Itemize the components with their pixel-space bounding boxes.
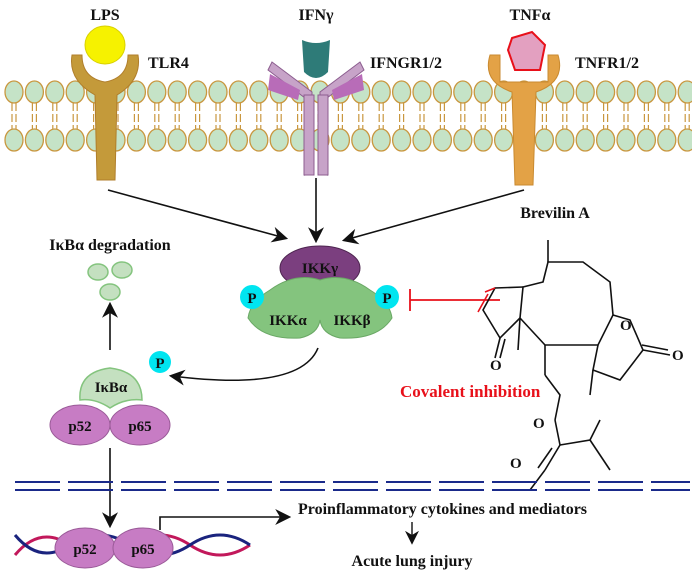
ikk-alpha-label: IKKα [269,313,307,329]
ifngr-label: IFNGR1/2 [370,55,442,72]
nfkb-dna-complex: p52 p65 [54,527,174,569]
covalent-inhibition-label: Covalent inhibition [400,382,541,401]
phosphorylation-arrow [168,347,319,386]
oxygen-atom: O [620,318,632,334]
ikba-nfkb-complex: P IκBα p52 p65 [49,351,171,446]
acute-lung-injury-label: Acute lung injury [352,553,473,570]
ikba-label: IκBα [95,380,128,396]
brevilin-a-structure [477,240,671,491]
phospho-label: P [382,291,391,307]
tlr4-label: TLR4 [148,55,189,72]
phospho-icon [149,351,171,373]
tnf-alpha-label: TNFα [510,7,551,24]
ifn-gamma-label: IFNγ [298,7,334,24]
phospho-icon [240,285,264,309]
ikk-gamma-label: IKKγ [302,261,338,277]
p52-label: p52 [68,419,91,435]
phospho-label: P [155,356,164,372]
tnf-alpha-molecule [506,30,547,71]
oxygen-atom: O [672,348,684,364]
oxygen-atom: O [510,456,522,472]
ikba-degradation-label: IκBα degradation [49,237,170,254]
tlr4-receptor [70,25,140,181]
lps-molecule [84,25,126,65]
nuclear-membrane [15,481,690,491]
tlr4-to-ikk-arrow [107,189,289,243]
degraded-protein-icons [87,261,133,301]
phospho-label: P [247,291,256,307]
ikk-complex: P P IKKγ IKKα IKKβ [240,245,399,339]
phospho-icon [375,285,399,309]
oxygen-atom: O [533,416,545,432]
ikk-beta-label: IKKβ [333,313,370,329]
tnfr-to-ikk-arrow [341,189,525,245]
tnfr-label: TNFR1/2 [575,55,639,72]
ifn-gamma-molecule [302,40,330,78]
lps-label: LPS [90,7,119,24]
cytokines-label: Proinflammatory cytokines and mediators [298,501,587,518]
transcription-arrow [159,509,292,530]
p65-label: p65 [131,542,154,558]
brevilin-a-label: Brevilin A [520,205,590,222]
p65-label: p65 [128,419,151,435]
tnfr-receptor [487,30,561,186]
ifngr-receptor [267,40,365,176]
p52-label: p52 [73,542,96,558]
oxygen-atom: O [490,358,502,374]
